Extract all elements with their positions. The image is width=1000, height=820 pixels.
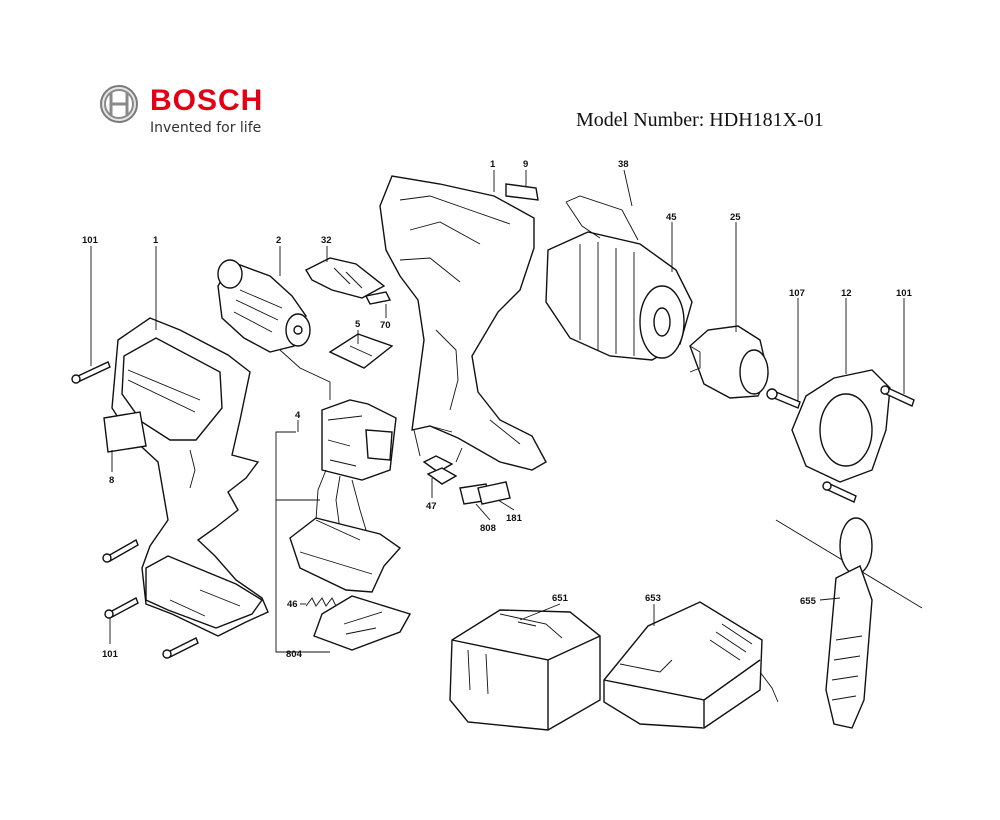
bosch-logo: BOSCH Invented for life bbox=[98, 84, 262, 136]
callout-4: 4 bbox=[295, 410, 301, 421]
battery-pack-part bbox=[449, 609, 601, 731]
label-part bbox=[505, 183, 539, 201]
clip-part bbox=[364, 291, 392, 305]
label-181-part bbox=[477, 481, 511, 505]
leader-lines bbox=[90, 169, 905, 644]
bosch-armature-icon bbox=[100, 85, 138, 123]
callout-9: 9 bbox=[523, 159, 528, 170]
callout-47: 47 bbox=[426, 501, 437, 512]
brand-name: BOSCH bbox=[150, 84, 264, 117]
label-sticker-part bbox=[103, 411, 147, 453]
callout-101: 101 bbox=[82, 235, 99, 246]
latch-part bbox=[422, 455, 454, 473]
callout-101-right: 101 bbox=[896, 288, 913, 299]
wire-clip-part bbox=[565, 195, 639, 241]
callout-38: 38 bbox=[618, 159, 629, 170]
brand-tagline: Invented for life bbox=[150, 120, 262, 136]
callout-2: 2 bbox=[276, 235, 281, 246]
callout-655: 655 bbox=[800, 596, 817, 607]
chuck-part bbox=[689, 325, 769, 399]
callout-32: 32 bbox=[321, 235, 332, 246]
callout-45: 45 bbox=[666, 212, 677, 223]
callout-8: 8 bbox=[109, 475, 114, 486]
callout-107: 107 bbox=[789, 288, 805, 299]
brush-plate-part bbox=[305, 257, 386, 299]
cap-screw-part bbox=[822, 385, 915, 503]
callout-1-right: 1 bbox=[490, 159, 496, 170]
battery-terminal-plate-part bbox=[313, 595, 412, 651]
gearbox-part bbox=[545, 231, 693, 361]
callout-181: 181 bbox=[506, 513, 523, 524]
model-number: Model Number: HDH181X-01 bbox=[576, 109, 824, 131]
callout-labels: 101 1 2 32 70 5 4 8 1 9 38 45 25 107 12 … bbox=[82, 159, 913, 660]
spring-part bbox=[305, 597, 337, 607]
chuck-screw-part bbox=[766, 388, 801, 409]
callout-651: 651 bbox=[552, 593, 569, 604]
gear-housing-cap-part bbox=[791, 369, 891, 483]
switch-assembly-part bbox=[289, 399, 402, 593]
callout-653: 653 bbox=[645, 593, 661, 604]
callout-25: 25 bbox=[730, 212, 741, 223]
callout-70: 70 bbox=[380, 320, 391, 331]
callout-804: 804 bbox=[286, 649, 303, 660]
callout-5: 5 bbox=[355, 319, 361, 330]
charger-part bbox=[603, 601, 779, 729]
right-housing-part bbox=[379, 175, 547, 471]
left-housing-part bbox=[111, 317, 269, 637]
screw-part bbox=[71, 361, 199, 659]
callout-46: 46 bbox=[287, 599, 298, 610]
callout-808: 808 bbox=[480, 523, 496, 534]
side-handle-part bbox=[775, 517, 923, 729]
callout-12: 12 bbox=[841, 288, 852, 299]
motor-part bbox=[217, 259, 331, 400]
callout-1: 1 bbox=[153, 235, 159, 246]
callout-101-bottom: 101 bbox=[102, 649, 119, 660]
